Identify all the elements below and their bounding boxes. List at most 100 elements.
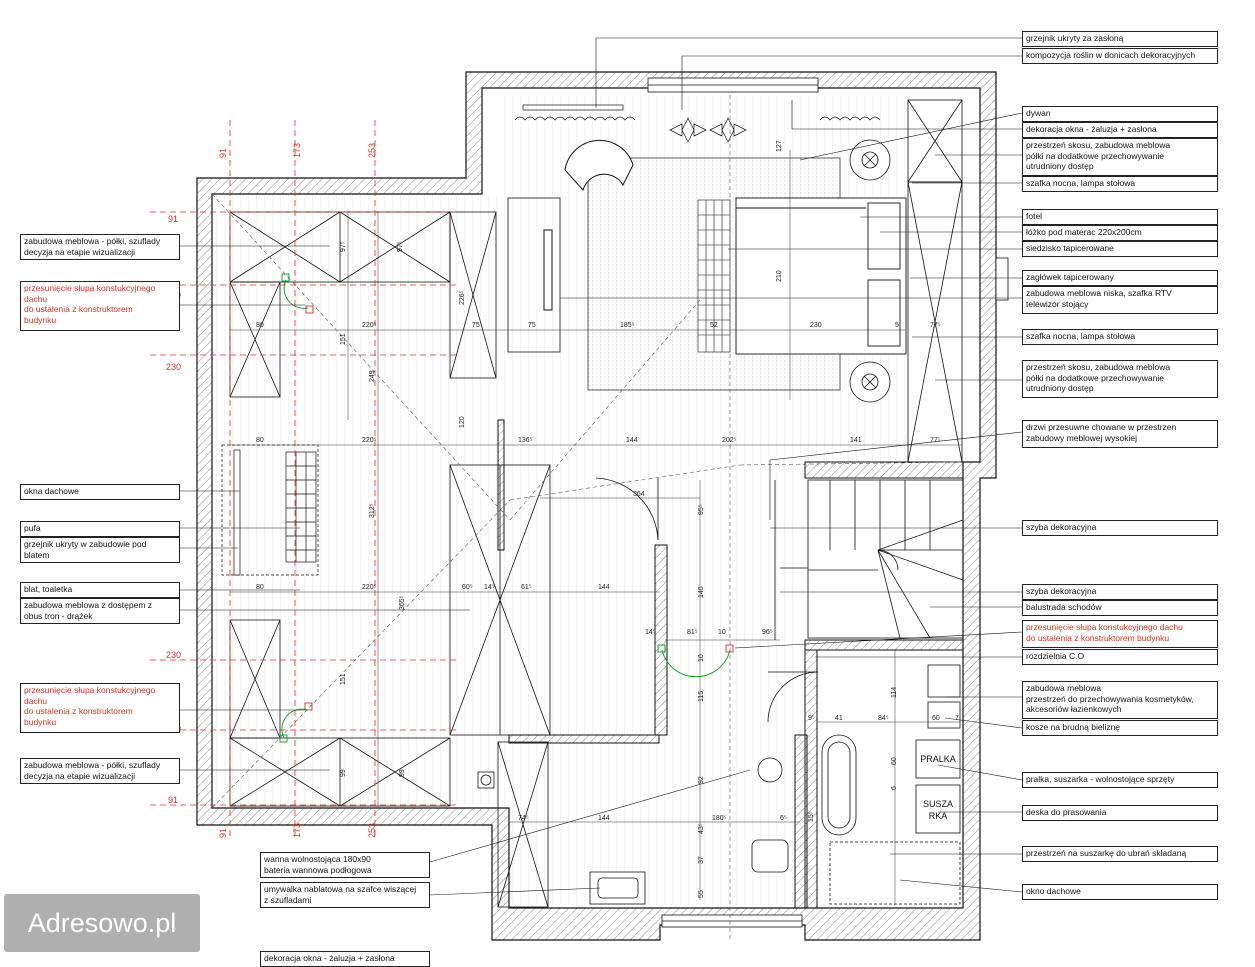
label-stair-railing: balustrada schodów [1022,600,1218,616]
dim-v-24: 15⁵ [808,811,815,822]
axis-top-2: 253 [367,143,377,158]
outer-walls [196,71,997,941]
dim-v-4: 249 [369,370,376,382]
dim-v-0: 97⁵ [340,241,347,252]
dim-v-8: 151 [340,673,347,685]
dim-misc-8: 60 [932,715,940,722]
label-vanity: blat, toaletka [20,582,180,598]
label-left-storage-top: zabudowa meblowa - półki, szuflady decyz… [20,234,180,260]
label-laundry-baskets: kosze na brudną bieliznę [1022,720,1218,736]
red-axis-lines [150,120,460,840]
label-slope-storage-2: przestrzeń skosu, zabudowa meblowa półki… [1022,360,1218,398]
leader-lines [180,37,1023,896]
dim-r1-6: 230 [810,322,822,329]
dim-v-18: 43⁵ [698,823,705,834]
armchair [564,139,634,191]
label-ironing-board: deska do prasowania [1022,805,1218,821]
dim-v-3: 151 [340,333,347,345]
label-radiator-curtain: grzejnik ukryty za zasłoną [1022,31,1218,47]
axis-bottom-1: 173 [292,823,302,838]
dim-r3-4: 61⁵ [521,584,532,591]
axis-top-0: 91 [218,148,228,158]
label-decorative-glass-2: szyba dekoracyjna [1022,584,1218,600]
dim-misc-12: 180⁵ [712,815,727,822]
dim-misc-6: 41 [835,715,843,722]
label-bench: siedzisko tapicerowane [1022,241,1218,257]
plants [669,117,747,143]
label-washer-dryer: pralka, suszarka - wolnostojące sprzęty [1022,772,1218,788]
dim-r3-3: 14⁵ [484,584,495,591]
axis-bottom-2: 253 [367,823,377,838]
label-hidden-radiator: grzejnik ukryty w zabudowie pod blatem [20,537,180,563]
dim-r2-3: 144 [626,437,638,444]
label-tv-cabinet: zabudowa meblowa niska, szafka RTV telew… [1022,286,1218,314]
nightstand-lamps [849,139,891,403]
label-decorative-glass-1: szyba dekoracyjna [1022,520,1218,536]
stairs [774,479,964,640]
dim-v-7: 365⁵ [399,595,406,610]
dim-misc-9: 7 [955,715,959,722]
dim-misc-1: 14⁵ [645,629,656,636]
dim-misc-4: 96⁵ [762,629,773,636]
dim-misc-2: 81⁵ [687,629,698,636]
watermark-logo: Adresowo.pl [4,894,200,952]
label-wardrobe: zabudowa meblowa z dostępem z obus tron … [20,598,180,624]
dim-v-22: 60 [891,757,898,765]
roof-lines [211,95,963,940]
label-window-decoration: dekoracja okna - żaluzja + zasłona [1022,122,1218,138]
label-heating-manifold: rozdzielnia C.O [1022,649,1218,665]
dim-v-20: 55 [698,890,705,898]
windows [647,77,1009,928]
label-window-decoration-bottom: dekoracja okna - żaluzja + zasłona [260,951,430,967]
dim-misc-13: 6⁵ [780,815,787,822]
upholstered-bench [697,199,731,353]
dim-r3-5: 144 [598,584,610,591]
dim-r3-0: 80 [256,584,264,591]
dim-r2-2: 136⁵ [518,437,533,444]
dim-r2-1: 220⁵ [362,437,377,444]
dim-misc-10: 74⁵ [518,815,529,822]
axis-left-5: 91 [168,795,178,805]
label-column-shift-right: przesunięcie słupa konstukcyjnego dachu … [1022,620,1218,648]
dim-v-5: 120 [459,416,466,428]
dim-r1-4: 185⁵ [620,322,635,329]
washer-label: PRALKA [920,754,956,764]
axis-left-0: 91 [168,214,178,224]
dimension-lines [230,150,962,905]
label-column-shift-left-bottom: przesunięcie słupa konstukcyjnego dachu … [20,683,180,733]
curtains [514,104,881,121]
label-plant-composition: kompozycja roślin w donicach dekoracyjny… [1022,48,1218,64]
dim-r2-5: 141 [850,437,862,444]
dim-v-9: 99 [340,769,347,777]
dim-r3-2: 60⁵ [462,584,473,591]
structural-columns [279,273,734,743]
label-left-storage-bottom: zabudowa meblowa - półki, szuflady decyz… [20,758,180,784]
label-roof-window: okno dachowe [1022,884,1218,900]
dim-v-14: 140 [698,586,705,598]
dryer-label: SUSZA RKA [922,799,953,821]
dim-r1-7: 5 [895,322,899,329]
tv [543,229,553,311]
axis-top-1: 173 [292,143,302,158]
dim-v-11: 210 [776,270,783,282]
dim-v-2: 226⁵ [459,290,466,305]
dim-v-15: 10 [698,654,705,662]
dim-r1-2: 75 [472,322,480,329]
interior-walls [497,419,964,909]
dim-r1-3: 75 [528,322,536,329]
dim-misc-3: 10 [718,629,726,636]
dim-v-16: 115 [698,691,705,702]
dim-v-12: 127 [776,140,783,152]
dim-r2-4: 202⁵ [722,437,737,444]
dim-v-21: 114 [891,687,898,698]
label-slope-storage-1: przestrzeń skosu, zabudowa meblowa półki… [1022,138,1218,176]
dim-misc-11: 144 [598,815,610,822]
dim-v-10: 99 [399,769,406,777]
dim-misc-7: 84⁵ [878,715,889,722]
built-in-cabinets [229,99,963,908]
doors [595,477,819,723]
label-nightstand-2: szafka nocna, lampa stołowa [1022,329,1218,345]
dim-r1-5: 52 [710,322,718,329]
dim-v-19: 37 [698,856,705,864]
